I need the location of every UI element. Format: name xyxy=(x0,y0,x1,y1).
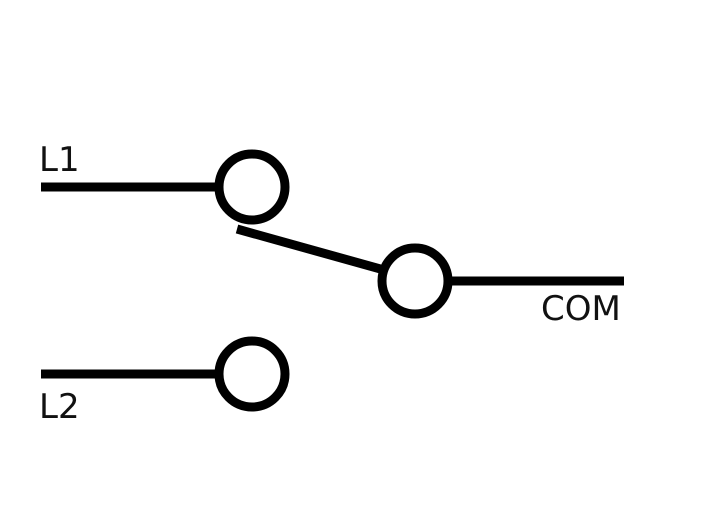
l2-terminal xyxy=(214,336,290,412)
com-terminal xyxy=(377,243,453,319)
l2-label: L2 xyxy=(39,387,80,427)
l1-terminal xyxy=(214,149,290,225)
com-label: COM xyxy=(541,289,621,329)
l1-label: L1 xyxy=(39,140,80,180)
switch-blade xyxy=(235,224,386,275)
